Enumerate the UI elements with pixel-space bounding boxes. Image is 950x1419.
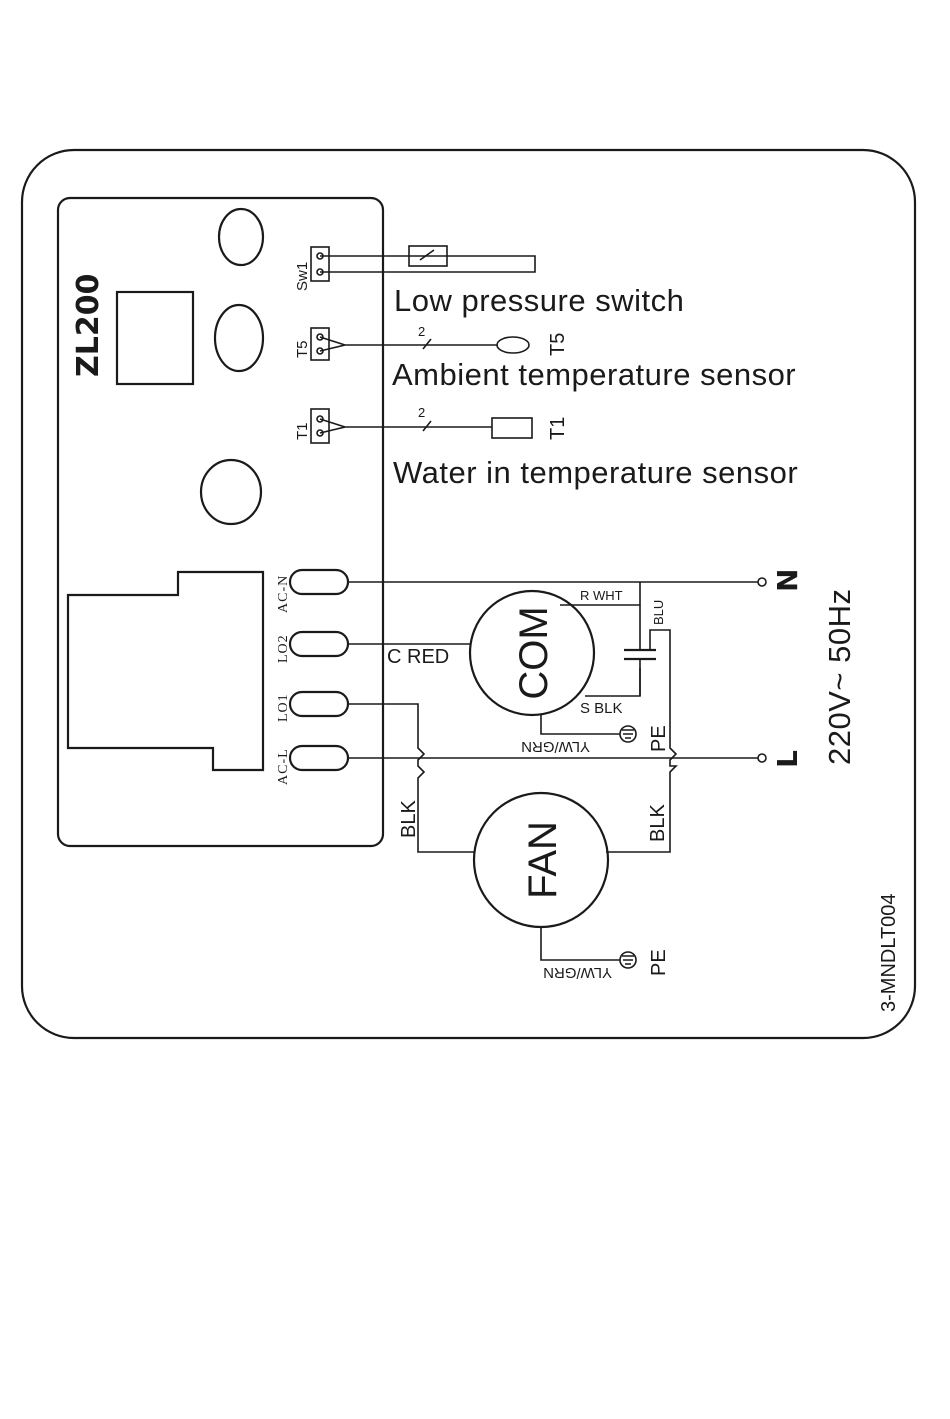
water-in-sensor-icon (492, 418, 532, 438)
terminal-ac-l (290, 746, 348, 770)
fan-ground-wire-label: YLW/GRN (543, 964, 612, 981)
compressor-ground-wire (541, 715, 620, 734)
neutral-terminal (758, 578, 766, 586)
fan-ground-symbol (622, 956, 634, 964)
board-model-label: ZL200 (71, 274, 106, 378)
ac-l-label: AC-L (276, 748, 291, 785)
t5-terminal-label: T5 (294, 340, 311, 358)
compressor-s-wire-label: S BLK (580, 700, 623, 717)
compressor-s-wire (585, 668, 640, 696)
fan-label: FAN (521, 821, 565, 899)
sw1-connector (311, 247, 329, 281)
ambient-sensor-tag: T5 (547, 333, 569, 356)
lo2-label: LO2 (276, 634, 291, 663)
sw1-terminal-label: Sw1 (294, 262, 311, 291)
t1-wire (320, 419, 492, 433)
board-display-window (117, 292, 193, 384)
compressor-ground-wire-label: YLW/GRN (521, 738, 590, 755)
switch-contact (420, 250, 434, 260)
line-terminal (758, 754, 766, 762)
t1-wire-count: 2 (418, 405, 425, 420)
relay-block (68, 572, 263, 770)
neutral-label: N (771, 569, 804, 592)
fan-left-wire-label: BLK (398, 800, 420, 838)
compressor-r-wire-label: R WHT (580, 588, 623, 603)
t1-terminal-label: T1 (294, 422, 311, 440)
low-pressure-label: Low pressure switch (394, 283, 684, 318)
terminal-ac-n (290, 570, 348, 594)
sw1-wire (320, 256, 535, 272)
t1-connector (311, 409, 329, 443)
compressor-c-wire-label: C RED (387, 646, 449, 668)
ac-n-label: AC-N (276, 575, 291, 613)
t5-wire (320, 337, 497, 351)
terminal-lo2 (290, 632, 348, 656)
lo1-label: LO1 (276, 693, 291, 722)
t1-wire-slash (423, 421, 431, 431)
line-label: L (771, 750, 804, 768)
board-hole-3 (201, 460, 261, 524)
compressor-label: COM (512, 606, 556, 699)
compressor-ground-label: PE (648, 725, 670, 752)
supply-label: 220V~ 50Hz (822, 589, 857, 765)
water-in-sensor-label: Water in temperature sensor (393, 455, 798, 490)
capacitor-wire-label: BLU (651, 600, 666, 625)
water-in-sensor-tag: T1 (547, 417, 569, 440)
fan-ground-wire (541, 927, 620, 960)
compressor-ground-symbol (622, 730, 634, 738)
board-hole-1 (219, 209, 263, 265)
ambient-sensor-label: Ambient temperature sensor (392, 357, 796, 392)
t5-connector (311, 328, 329, 360)
fan-ground-label: PE (648, 949, 670, 976)
capacitor-blu-wire (650, 630, 676, 785)
drawing-number: 3-MNDLT004 (878, 893, 900, 1012)
t5-wire-count: 2 (418, 324, 425, 339)
ambient-sensor-icon (497, 337, 529, 353)
terminal-lo1 (290, 692, 348, 716)
t5-wire-slash (423, 339, 431, 349)
board-hole-2 (215, 305, 263, 371)
fan-right-wire-label: BLK (647, 804, 669, 842)
